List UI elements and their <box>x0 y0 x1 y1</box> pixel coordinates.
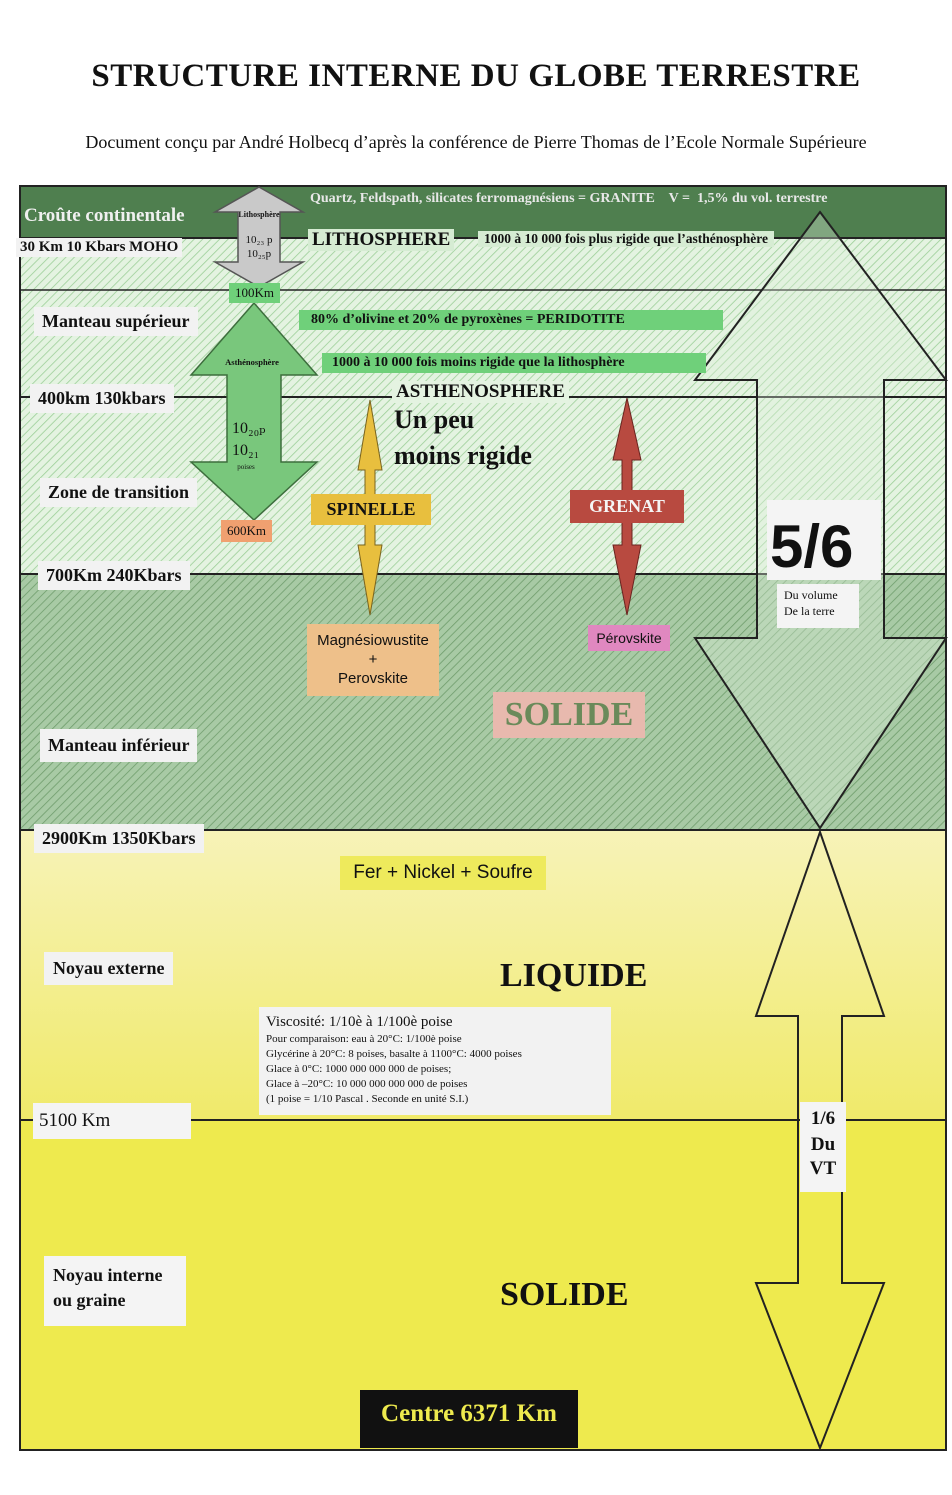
asthenosphere-rigidity-note: 1000 à 10 000 fois moins rigide que la l… <box>322 353 706 373</box>
crust-layer <box>20 186 946 238</box>
core-volume-2: Du <box>810 1134 836 1155</box>
upper-mantle-label: Manteau supérieur <box>34 307 198 336</box>
center-label: Centre 6371 Km <box>360 1390 578 1448</box>
perovskite-text: Perovskite <box>337 670 409 687</box>
core-volume-arrow <box>754 828 886 1451</box>
viscosity-line: (1 poise = 1/10 Pascal . Seconde en unit… <box>266 1093 469 1105</box>
page-subtitle: Document conçu par André Holbecq d’après… <box>85 132 867 152</box>
depth-400-label: 400km 130kbars <box>30 384 174 413</box>
upper-volume-text-1: Du volume <box>784 588 838 602</box>
lower-mantle-label: Manteau inférieur <box>40 729 198 762</box>
inner-core-label-box <box>44 1256 186 1326</box>
lithosphere-viscosity-2: 10₂₅p <box>246 248 272 260</box>
viscosity-line: Pour comparaison: eau à 20°C: 1/100è poi… <box>266 1033 462 1045</box>
lower-mantle-state: SOLIDE <box>493 692 645 738</box>
upper-volume-text-2: De la terre <box>784 604 835 618</box>
asthenosphere-viscosity-2: 10₂₁ <box>232 442 260 459</box>
asthenosphere-viscosity-1: 10₂₀ₚ <box>232 420 266 437</box>
core-volume-3: VT <box>809 1158 837 1179</box>
crust-label: Croûte continentale <box>24 205 185 226</box>
asthenosphere-heading: ASTHENOSPHERE <box>392 381 569 403</box>
viscosity-box <box>259 1007 611 1115</box>
page-title: STRUCTURE INTERNE DU GLOBE TERRESTRE <box>91 58 861 94</box>
diagram-frame <box>19 185 947 1451</box>
viscosity-line: Glycérine à 20°C: 8 poises, basalte à 11… <box>266 1048 522 1060</box>
outer-core-composition: Fer + Nickel + Soufre <box>340 856 546 890</box>
inner-core-state: SOLIDE <box>500 1276 629 1313</box>
mineral-plus: + <box>368 651 378 668</box>
upper-volume-caption-box <box>777 584 859 628</box>
core-volume-box <box>800 1102 846 1192</box>
viscosity-title: Viscosité: 1/10è à 1/100è poise <box>266 1014 453 1030</box>
transition-zone-label: Zone de transition <box>40 478 198 507</box>
lithosphere-note: 1000 à 10 000 fois plus rigide que l’ast… <box>478 231 775 247</box>
core-volume-1: 1/6 <box>810 1108 836 1129</box>
upper-volume-fraction: 5/6 <box>770 513 854 580</box>
moho-label: 30 Km 10 Kbars MOHO <box>16 238 183 257</box>
depth-2900-label: 2900Km 1350Kbars <box>34 824 204 853</box>
asthenosphere-viscosity-unit: poises <box>237 463 255 471</box>
magnesiowustite-text: Magnésiowustite <box>317 632 429 649</box>
spinelle-tag: SPINELLE <box>311 494 431 525</box>
viscosity-line: Glace à 0°C: 1000 000 000 000 de poises; <box>266 1063 452 1075</box>
grenat-tag: GRENAT <box>570 490 684 523</box>
lithosphere-heading: LITHOSPHERE <box>308 229 455 251</box>
lithosphere-viscosity-1: 10₂₃ p <box>245 234 273 246</box>
peridotite-composition: 80% d’olivine et 20% de pyroxènes = PERI… <box>299 310 723 330</box>
perovskite-tag: Pérovskite <box>588 625 670 651</box>
magnesiowustite-box <box>307 624 439 696</box>
viscosity-line: Glace à –20°C: 10 000 000 000 000 de poi… <box>266 1078 468 1090</box>
depth-600-label: 600Km <box>221 520 272 542</box>
inner-core-label-1: Noyau interne <box>53 1265 163 1285</box>
lithosphere-small-label: Lithosphère <box>238 210 280 219</box>
outer-core-state: LIQUIDE <box>500 957 648 994</box>
crust-composition: Quartz, Feldspath, silicates ferromagnés… <box>310 191 828 206</box>
asthenosphere-small-label: Asthénosphère <box>225 357 279 367</box>
depth-700-label: 700Km 240Kbars <box>38 561 190 590</box>
outer-core-label: Noyau externe <box>44 952 174 985</box>
less-rigid-line-2: moins rigide <box>394 441 532 470</box>
depth-5100-label: 5100 Km <box>33 1103 191 1139</box>
upper-volume-box <box>767 500 881 580</box>
depth-100-label: 100Km <box>229 283 280 303</box>
inner-core-label-2: ou graine <box>53 1290 126 1310</box>
less-rigid-line-1: Un peu <box>394 405 475 434</box>
